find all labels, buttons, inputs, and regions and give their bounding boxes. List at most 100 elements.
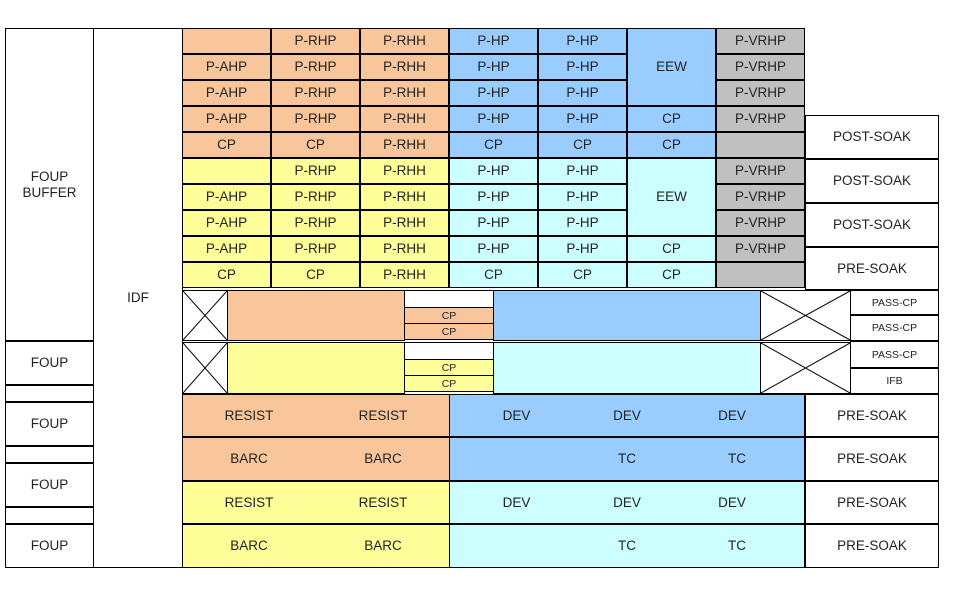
- pass-unit: PASS-CP: [850, 290, 939, 315]
- yellow-cell: CP: [271, 262, 360, 288]
- hot-plate-cell: P-HP: [538, 54, 627, 80]
- cross-icon: [183, 291, 227, 340]
- transfer-buffer-slot: [404, 342, 494, 360]
- hot-plate-cell: P-HP: [538, 80, 627, 106]
- yellow-cell: P-RHH: [360, 210, 449, 236]
- yellow-cell: P-RHP: [271, 158, 360, 184]
- foup-spacer-1: [5, 385, 94, 402]
- pass-unit: PASS-CP: [850, 315, 939, 341]
- coater-label: BARC: [230, 538, 268, 553]
- eew-cp-cell: CP: [627, 262, 716, 288]
- pre-soak-unit: PRE-SOAK: [805, 524, 939, 568]
- coater-label: RESIST: [358, 407, 408, 423]
- developer-label: DEV: [718, 494, 746, 510]
- hot-plate-cell: P-HP: [449, 158, 538, 184]
- transfer-cp-cell: CP: [404, 359, 494, 376]
- resist-coat-row: [182, 394, 450, 437]
- vrhp-cell: P-VRHP: [716, 184, 805, 210]
- orange-cell: [182, 28, 271, 54]
- hot-plate-cell: CP: [538, 132, 627, 158]
- soak-unit: PRE-SOAK: [805, 247, 939, 290]
- transfer-robot-area: [227, 290, 405, 341]
- hot-plate-cell: P-HP: [449, 236, 538, 262]
- orange-cell: P-AHP: [182, 80, 271, 106]
- yellow-cell: P-RHP: [271, 236, 360, 262]
- hot-plate-cell: P-HP: [538, 184, 627, 210]
- top-coat-label: TC: [618, 451, 636, 466]
- hot-plate-cell: P-HP: [538, 236, 627, 262]
- top-coat-label: TC: [728, 451, 746, 466]
- yellow-cell: P-RHH: [360, 184, 449, 210]
- top-coat-label: TC: [728, 538, 746, 553]
- hot-plate-cell: P-HP: [538, 158, 627, 184]
- yellow-cell: [182, 158, 271, 184]
- orange-cell: P-RHH: [360, 54, 449, 80]
- hot-plate-cell: CP: [449, 262, 538, 288]
- eew-cp-cell: CP: [627, 132, 716, 158]
- coater-label: BARC: [364, 451, 402, 466]
- orange-cell: CP: [271, 132, 360, 158]
- barc-coat-row: [182, 524, 450, 568]
- yellow-cell: P-AHP: [182, 210, 271, 236]
- coater-label: RESIST: [358, 494, 408, 510]
- hot-plate-cell: P-HP: [538, 106, 627, 132]
- eew-cp-cell: CP: [627, 236, 716, 262]
- coater-label: RESIST: [224, 494, 274, 510]
- foup-port-3: FOUP: [5, 463, 94, 507]
- transfer-robot-area: [227, 342, 405, 394]
- hot-plate-cell: P-HP: [449, 106, 538, 132]
- hot-plate-cell: P-HP: [538, 210, 627, 236]
- foup-port-4: FOUP: [5, 524, 94, 568]
- vrhp-cell: [716, 132, 805, 158]
- yellow-cell: P-RHH: [360, 158, 449, 184]
- hot-plate-cell: P-HP: [538, 28, 627, 54]
- hot-plate-cell: P-HP: [449, 184, 538, 210]
- transfer-buffer-slot: [404, 290, 494, 308]
- yellow-cell: P-AHP: [182, 184, 271, 210]
- vrhp-cell: P-VRHP: [716, 80, 805, 106]
- hot-plate-cell: P-HP: [449, 28, 538, 54]
- hot-plate-cell: P-HP: [449, 80, 538, 106]
- vrhp-cell: P-VRHP: [716, 54, 805, 80]
- yellow-cell: P-RHH: [360, 236, 449, 262]
- yellow-cell: P-AHP: [182, 236, 271, 262]
- transfer-cp-cell: CP: [404, 323, 494, 340]
- soak-unit: POST-SOAK: [805, 159, 939, 203]
- vrhp-cell: [716, 262, 805, 288]
- hot-plate-cell: P-HP: [449, 210, 538, 236]
- orange-cell: P-RHP: [271, 54, 360, 80]
- yellow-cell: P-RHH: [360, 262, 449, 288]
- transfer-cross-right: [760, 290, 851, 341]
- orange-cell: P-RHP: [271, 28, 360, 54]
- developer-label: DEV: [502, 407, 531, 423]
- transfer-robot-area: [493, 290, 761, 341]
- coater-label: BARC: [364, 538, 402, 553]
- orange-cell: P-RHP: [271, 80, 360, 106]
- eew-unit: EEW: [627, 28, 716, 106]
- idf-column: IDF: [93, 28, 183, 568]
- barc-coat-row: [182, 437, 450, 481]
- develop-row: [449, 481, 805, 524]
- developer-label: DEV: [718, 407, 746, 423]
- developer-label: DEV: [613, 407, 641, 423]
- transfer-cross-right: [760, 342, 851, 394]
- hot-plate-cell: P-HP: [449, 54, 538, 80]
- pre-soak-unit: PRE-SOAK: [805, 481, 939, 524]
- orange-cell: P-AHP: [182, 54, 271, 80]
- foup-port-2: FOUP: [5, 402, 94, 446]
- eew-unit: EEW: [627, 158, 716, 236]
- pre-soak-unit: PRE-SOAK: [805, 394, 939, 437]
- vrhp-cell: P-VRHP: [716, 106, 805, 132]
- foup-buffer: FOUP BUFFER: [5, 28, 94, 341]
- cross-icon: [183, 343, 227, 393]
- vrhp-cell: P-VRHP: [716, 158, 805, 184]
- vrhp-cell: P-VRHP: [716, 236, 805, 262]
- soak-unit: POST-SOAK: [805, 115, 939, 159]
- develop-row: [449, 394, 805, 437]
- vrhp-cell: P-VRHP: [716, 28, 805, 54]
- yellow-cell: P-RHP: [271, 210, 360, 236]
- orange-cell: CP: [182, 132, 271, 158]
- foup-port-1: FOUP: [5, 341, 94, 385]
- orange-cell: P-RHH: [360, 28, 449, 54]
- orange-cell: P-RHH: [360, 80, 449, 106]
